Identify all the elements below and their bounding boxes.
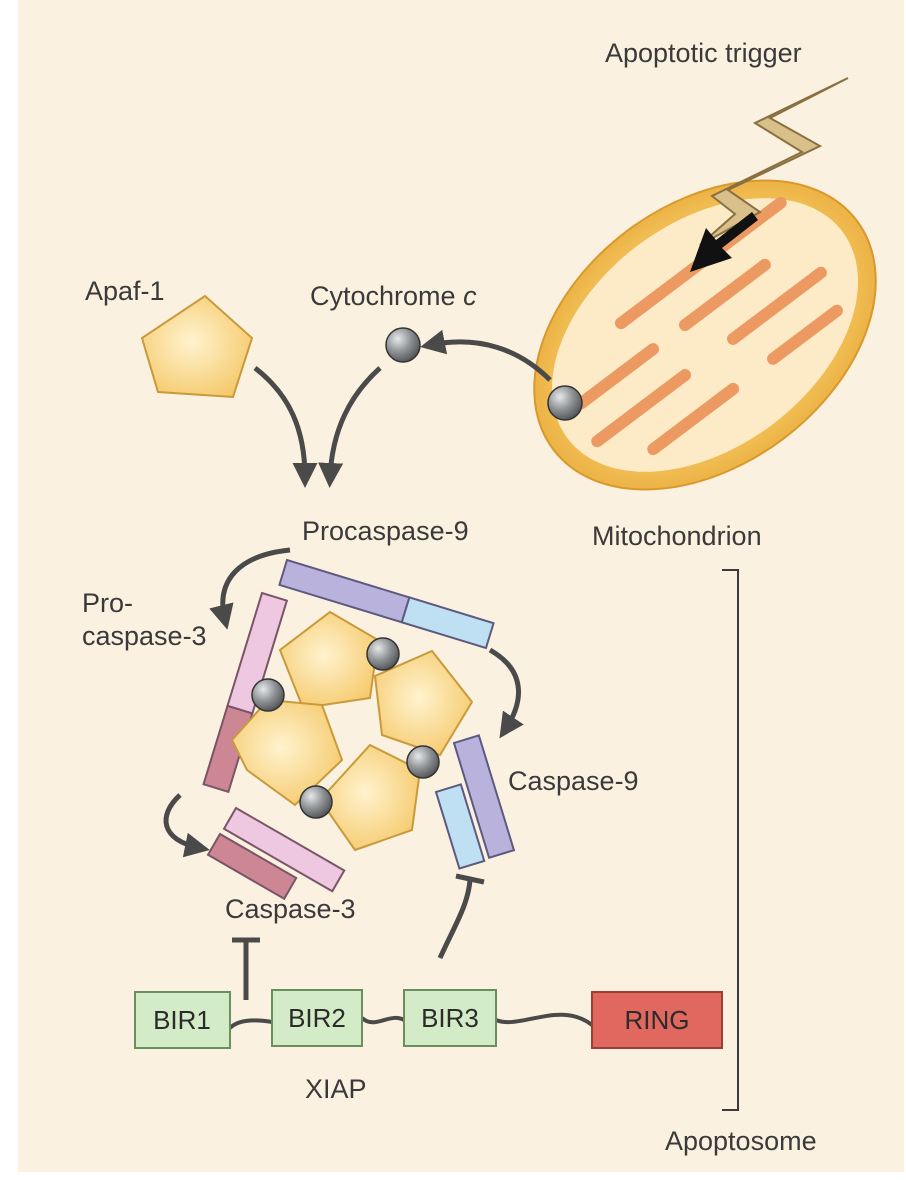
procaspase9-bar — [278, 558, 495, 650]
cytochrome-release-arrow — [420, 329, 552, 382]
mitochondrion-cristae — [575, 196, 843, 456]
ring-label: RING — [625, 1005, 690, 1035]
xiap-label: XIAP — [305, 1074, 367, 1104]
apoptosome-ball-2 — [251, 678, 285, 712]
cytochrome-c-ball-released — [385, 327, 421, 363]
lightning-bolt-icon — [699, 77, 849, 246]
caspase3-bars — [206, 806, 346, 901]
cytochrome-c-ball-mito — [547, 385, 583, 421]
procaspase3-bar — [202, 591, 289, 794]
bir1-label: BIR1 — [153, 1005, 211, 1035]
apoptosome-bracket — [722, 569, 739, 1111]
mitochondrion — [533, 179, 877, 491]
mitochondrion-label: Mitochondrion — [592, 521, 762, 551]
caspase9-bars — [434, 734, 516, 870]
procaspase9-to-procaspase3-arrow — [209, 547, 291, 630]
caspase3-label: Caspase-3 — [225, 894, 356, 924]
procaspase9-label: Procaspase-9 — [302, 516, 469, 546]
cytochrome-arrow — [318, 366, 382, 488]
xiap-bir2-domain: BIR2 — [271, 989, 363, 1047]
apoptosome-ball-1 — [366, 637, 400, 671]
procaspase9-to-caspase9-arrow — [488, 647, 524, 739]
xiap-ring-domain: RING — [591, 991, 723, 1049]
apoptosome-pentagon-1 — [278, 610, 380, 710]
procaspase3-to-caspase3-arrow — [163, 793, 210, 858]
caspase9-label: Caspase-9 — [508, 766, 639, 796]
procaspase3-label-line2: caspase-3 — [82, 621, 207, 651]
apoptosome-cytochrome-balls — [251, 637, 440, 819]
procaspase3-label-line1: Pro- — [82, 588, 133, 618]
bir3-inhibits-caspase9 — [437, 873, 485, 960]
bir2-label: BIR2 — [288, 1003, 346, 1033]
apaf1-arrow — [253, 366, 318, 488]
apaf1-pentagon — [140, 294, 254, 399]
apoptosome-core — [230, 610, 474, 852]
apoptosome-ball-3 — [406, 745, 440, 779]
trigger-arrowhead — [690, 212, 758, 272]
xiap-bir1-domain: BIR1 — [134, 991, 231, 1049]
apaf1-label: Apaf-1 — [85, 276, 165, 306]
apoptotic-trigger-label: Apoptotic trigger — [605, 38, 802, 68]
bir3-label: BIR3 — [421, 1003, 479, 1033]
bir2-inhibits-caspase3 — [232, 937, 260, 1000]
apoptosome-label: Apoptosome — [665, 1126, 817, 1156]
xiap-bir3-domain: BIR3 — [403, 989, 497, 1047]
apoptosome-pentagon-3 — [230, 698, 344, 807]
cytochrome-c-label: Cytochrome c — [310, 281, 477, 311]
apoptosome-ball-4 — [299, 785, 333, 819]
xiap-linker — [228, 1012, 594, 1030]
apoptosome-pentagon-2 — [373, 649, 474, 757]
